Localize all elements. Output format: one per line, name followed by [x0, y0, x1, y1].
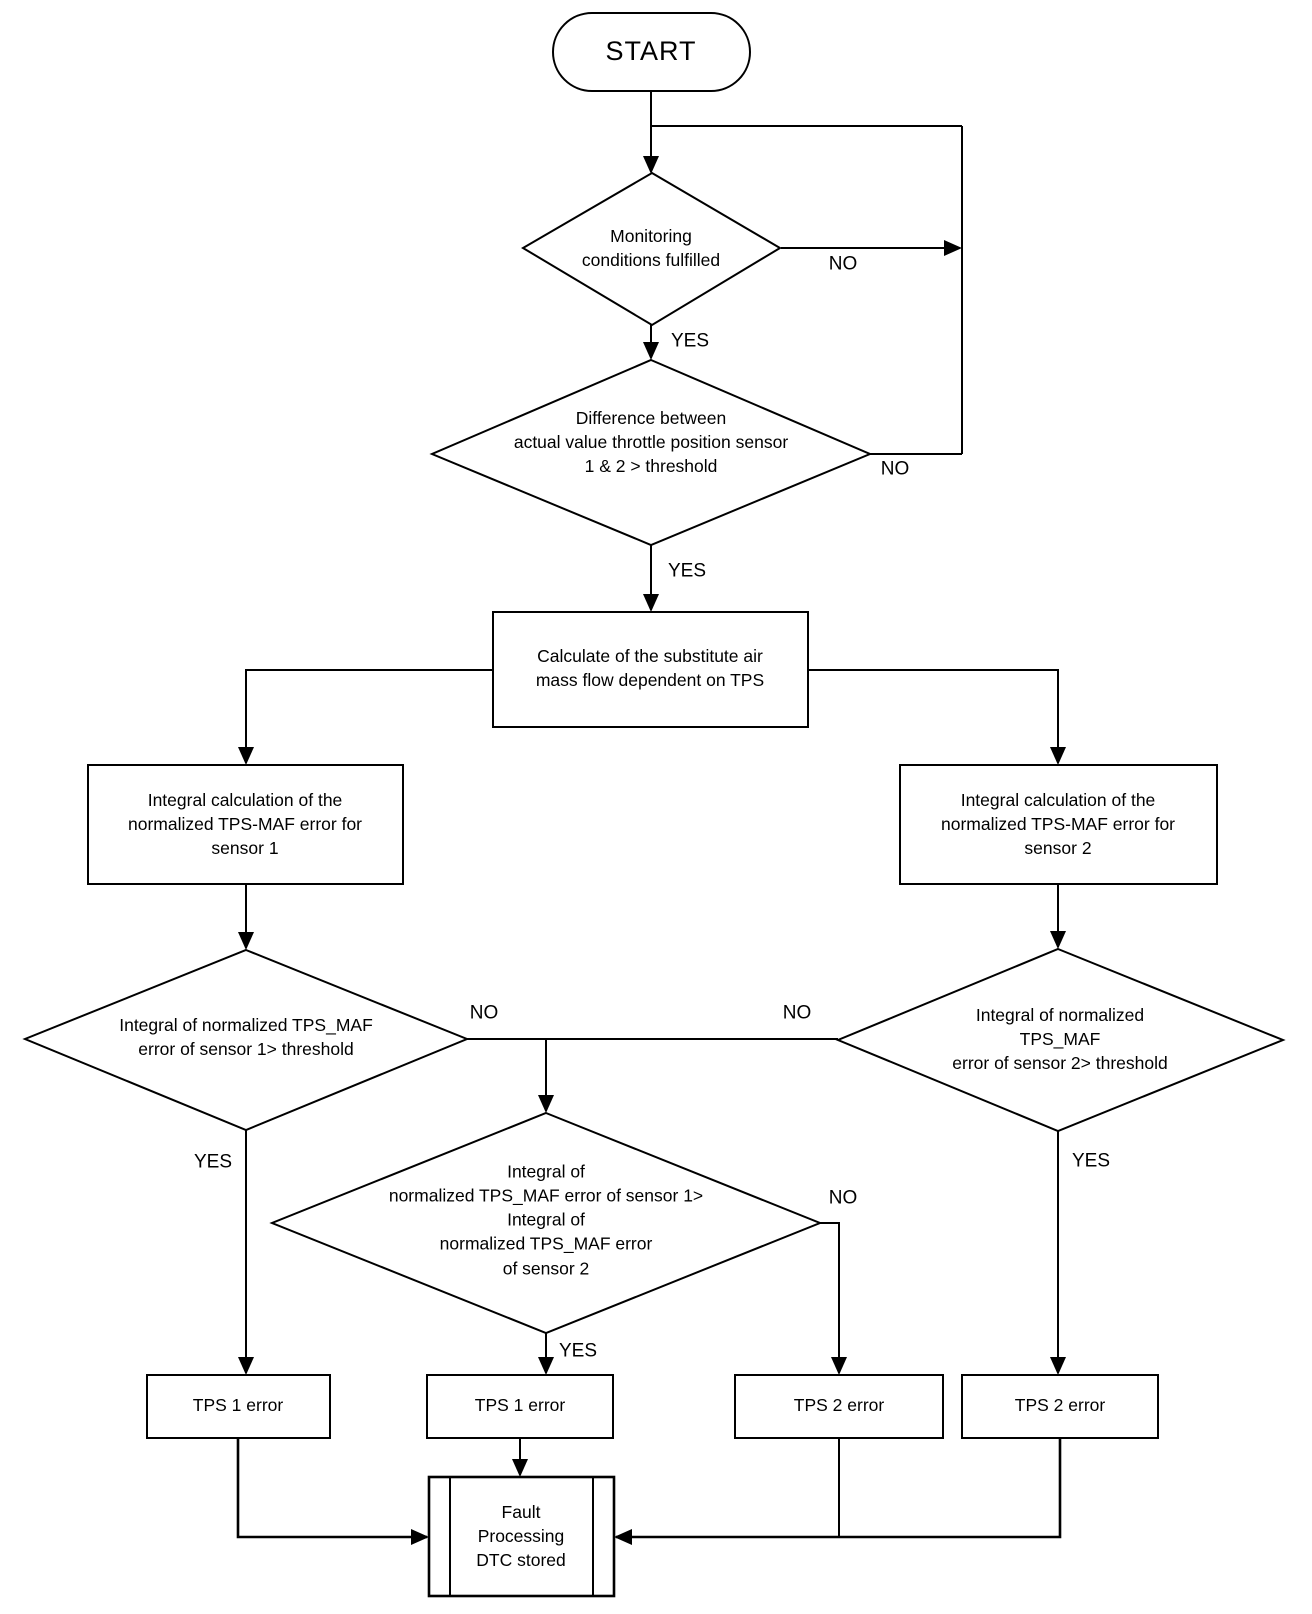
node-monitoring-decision-diamond	[521, 171, 782, 327]
edge-label-threshold1-no: NO	[469, 1002, 499, 1024]
node-start-terminator	[552, 12, 751, 92]
node-label-integral-sensor1: Integral calculation of the normalized T…	[127, 789, 363, 859]
edge-label-compare-yes: YES	[558, 1340, 598, 1362]
node-label-tps2-error-mid: TPS 2 error	[793, 1394, 885, 1415]
node-threshold2-decision-diamond	[835, 947, 1286, 1133]
node-label-compare: Integral of normalized TPS_MAF error of …	[388, 1161, 704, 1279]
node-label-monitoring: Monitoring conditions fulfilled	[581, 225, 721, 270]
node-tps2-error-right-box	[961, 1374, 1159, 1439]
edge-label-threshold2-no: NO	[782, 1002, 812, 1024]
node-label-tps1-error-left: TPS 1 error	[192, 1394, 284, 1415]
node-fault-processing-box	[427, 1475, 616, 1598]
node-label-tps1-error-mid: TPS 1 error	[474, 1394, 566, 1415]
node-integral-sensor1-process	[87, 764, 404, 885]
edge-label-difference-no: NO	[880, 458, 910, 480]
edge-label-threshold2-yes: YES	[1071, 1150, 1111, 1172]
edge-label-monitoring-yes: YES	[670, 330, 710, 352]
edge-tps1left-to-fault	[236, 1438, 429, 1545]
node-label-integral-sensor2: Integral calculation of the normalized T…	[940, 789, 1176, 859]
edge-calc-to-integral2	[808, 669, 1066, 765]
node-tps1-error-mid-box	[426, 1374, 614, 1439]
edge-tps2right-to-fault	[614, 1438, 1062, 1545]
node-threshold1-decision-diamond	[22, 948, 470, 1132]
node-label-fault-processing: Fault Processing DTC stored	[476, 1501, 566, 1571]
node-calc-substitute-process	[492, 611, 809, 728]
edge-label-difference-yes: YES	[667, 560, 707, 582]
node-label-start: START	[605, 36, 697, 67]
node-difference-decision-diamond	[429, 358, 873, 547]
node-label-threshold2: Integral of normalized TPS_MAF error of …	[952, 1004, 1168, 1074]
node-label-tps2-error-right: TPS 2 error	[1014, 1394, 1106, 1415]
edge-label-threshold1-yes: YES	[193, 1151, 233, 1173]
node-tps1-error-left-box	[146, 1374, 331, 1439]
node-label-calc-substitute: Calculate of the substitute air mass flo…	[535, 645, 765, 690]
edge-label-monitoring-no: NO	[828, 253, 858, 275]
node-label-difference: Difference between actual value throttle…	[513, 407, 789, 477]
edge-compare-no	[820, 1222, 847, 1375]
edge-label-compare-no: NO	[828, 1187, 858, 1209]
node-compare-decision-diamond	[269, 1111, 823, 1335]
edge-calc-to-integral1	[238, 669, 493, 765]
node-label-threshold1: Integral of normalized TPS_MAF error of …	[119, 1014, 373, 1059]
node-tps2-error-mid-box	[734, 1374, 944, 1439]
node-integral-sensor2-process	[899, 764, 1218, 885]
